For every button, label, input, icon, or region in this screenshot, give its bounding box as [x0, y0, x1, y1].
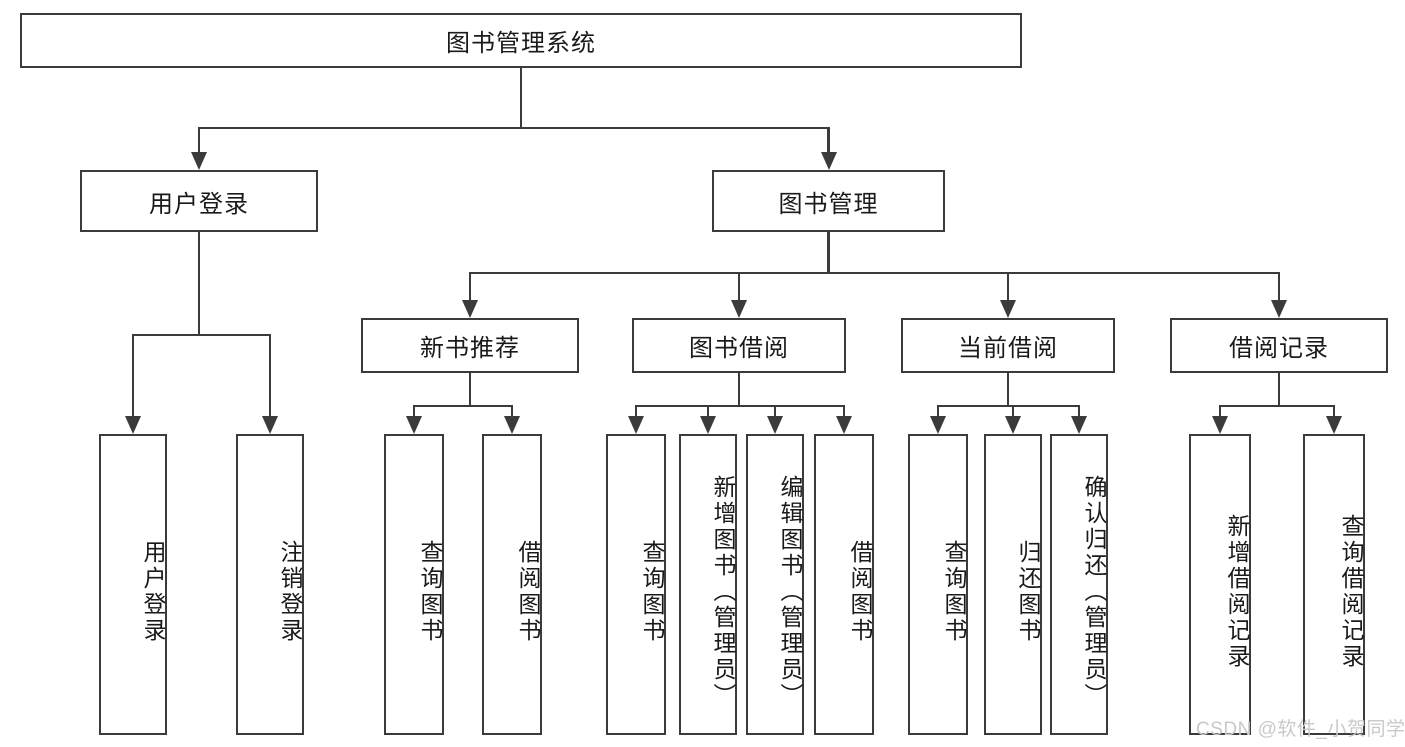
connector-arrowhead: [628, 416, 644, 434]
node-book-borrow[interactable]: 图书借阅: [632, 318, 846, 373]
connector-line-vertical: [1277, 273, 1281, 300]
connector-line-vertical: [468, 373, 472, 406]
node-label: 确认归还（管理员）: [1081, 474, 1107, 709]
node-label: 图书管理: [778, 190, 879, 218]
connector-line-horizontal: [197, 126, 830, 130]
connector-line-horizontal: [412, 404, 514, 408]
connector-line-vertical: [773, 406, 777, 416]
node-book-management[interactable]: 图书管理: [712, 170, 945, 232]
connector-line-horizontal: [131, 333, 272, 337]
node-user-login[interactable]: 用户登录: [80, 170, 318, 232]
connector-line-vertical: [1006, 373, 1010, 406]
node-label: 新增图书（管理员）: [710, 474, 736, 709]
connector-line-vertical: [1332, 406, 1336, 416]
node-label: 借阅记录: [1229, 335, 1329, 362]
leaf-logout[interactable]: 注销登录: [236, 434, 304, 735]
connector-line-vertical: [936, 406, 940, 416]
connector-line-vertical: [737, 273, 741, 300]
node-label: 借阅图书: [515, 539, 541, 644]
leaf-return-book[interactable]: 归还图书: [984, 434, 1042, 735]
node-label: 借阅图书: [847, 539, 873, 644]
node-label: 用户登录: [149, 190, 249, 218]
node-label: 当前借阅: [958, 335, 1058, 362]
node-label: 查询图书: [417, 539, 443, 644]
node-root-system[interactable]: 图书管理系统: [20, 13, 1022, 68]
connector-line-vertical: [1277, 373, 1281, 406]
connector-line-vertical: [519, 68, 523, 128]
node-label: 用户登录: [140, 539, 166, 644]
node-label: 图书管理系统: [446, 30, 596, 57]
connector-arrowhead: [504, 416, 520, 434]
connector-line-vertical: [197, 232, 201, 335]
leaf-edit-book-admin[interactable]: 编辑图书（管理员）: [746, 434, 804, 735]
connector-arrowhead: [1326, 416, 1342, 434]
node-label: 新增借阅记录: [1224, 513, 1250, 670]
connector-line-horizontal: [468, 271, 1281, 275]
node-label: 注销登录: [277, 539, 303, 644]
connector-arrowhead: [462, 300, 478, 318]
connector-line-vertical: [510, 406, 514, 416]
connector-arrowhead: [836, 416, 852, 434]
connector-line-horizontal: [634, 404, 846, 408]
connector-line-vertical: [131, 335, 135, 416]
connector-line-horizontal: [936, 404, 1081, 408]
connector-arrowhead: [700, 416, 716, 434]
connector-line-vertical: [634, 406, 638, 416]
leaf-query-book-current[interactable]: 查询图书: [908, 434, 968, 735]
leaf-borrow-book-recommend[interactable]: 借阅图书: [482, 434, 542, 735]
node-new-book-recommend[interactable]: 新书推荐: [361, 318, 579, 373]
connector-line-vertical: [1006, 273, 1010, 300]
connector-arrowhead: [191, 152, 207, 170]
connector-arrowhead: [1071, 416, 1087, 434]
connector-arrowhead: [731, 300, 747, 318]
leaf-confirm-return-admin[interactable]: 确认归还（管理员）: [1050, 434, 1108, 735]
connector-arrowhead: [262, 416, 278, 434]
connector-line-vertical: [268, 335, 272, 416]
leaf-query-borrow-record[interactable]: 查询借阅记录: [1303, 434, 1365, 735]
node-label: 查询图书: [639, 539, 665, 644]
node-label: 编辑图书（管理员）: [777, 474, 803, 709]
connector-arrowhead: [767, 416, 783, 434]
connector-line-vertical: [827, 128, 830, 152]
connector-arrowhead: [1271, 300, 1287, 318]
node-label: 查询借阅记录: [1338, 513, 1364, 670]
connector-arrowhead: [930, 416, 946, 434]
node-label: 归还图书: [1015, 539, 1041, 644]
connector-arrowhead: [1212, 416, 1228, 434]
node-borrow-record[interactable]: 借阅记录: [1170, 318, 1388, 373]
connector-arrowhead: [820, 152, 837, 170]
connector-arrowhead: [125, 416, 141, 434]
leaf-add-book-admin[interactable]: 新增图书（管理员）: [679, 434, 737, 735]
node-label: 新书推荐: [420, 335, 520, 362]
leaf-add-borrow-record[interactable]: 新增借阅记录: [1189, 434, 1251, 735]
leaf-query-book-recommend[interactable]: 查询图书: [384, 434, 444, 735]
connector-arrowhead: [1005, 416, 1021, 434]
connector-line-vertical: [1077, 406, 1081, 416]
leaf-user-login[interactable]: 用户登录: [99, 434, 167, 735]
connector-arrowhead: [1000, 300, 1016, 318]
leaf-borrow-book[interactable]: 借阅图书: [814, 434, 874, 735]
node-label: 图书借阅: [689, 335, 789, 362]
connector-line-vertical: [197, 128, 201, 152]
connector-line-vertical: [737, 373, 741, 406]
connector-line-vertical: [706, 406, 710, 416]
node-label: 查询图书: [941, 539, 967, 644]
connector-line-vertical: [842, 406, 846, 416]
connector-line-horizontal: [1218, 404, 1336, 408]
connector-line-vertical: [412, 406, 416, 416]
leaf-query-book-borrow[interactable]: 查询图书: [606, 434, 666, 735]
connector-arrowhead: [406, 416, 422, 434]
connector-line-vertical: [1218, 406, 1222, 416]
connector-line-vertical: [468, 273, 472, 300]
connector-line-vertical: [1011, 406, 1015, 416]
node-current-borrow[interactable]: 当前借阅: [901, 318, 1115, 373]
connector-line-vertical: [827, 232, 830, 273]
